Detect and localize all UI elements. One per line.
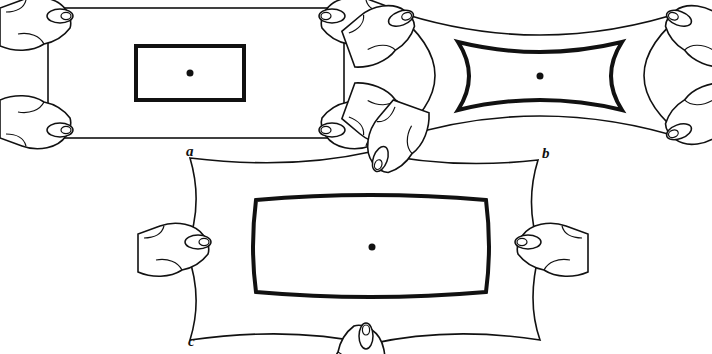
drawn-rectangle <box>136 46 244 100</box>
stretched-sheet <box>186 152 540 344</box>
hand <box>0 0 73 50</box>
stretched-sheet <box>392 10 688 140</box>
hand <box>655 0 712 71</box>
center-dot <box>187 70 194 77</box>
hand <box>0 96 73 149</box>
rubber-sheet <box>48 8 344 138</box>
hand <box>515 223 588 276</box>
center-dot <box>369 244 376 251</box>
hand <box>338 0 425 71</box>
panel-letter: b <box>542 146 550 161</box>
center-dot <box>537 73 544 80</box>
hand <box>332 323 385 354</box>
panel-letter: a <box>186 144 194 159</box>
hand <box>655 79 712 154</box>
panel-letter: c <box>188 334 195 349</box>
distorted-rectangle <box>253 195 489 297</box>
hand <box>138 223 211 276</box>
distorted-rectangle <box>458 42 622 110</box>
hand <box>358 96 433 183</box>
